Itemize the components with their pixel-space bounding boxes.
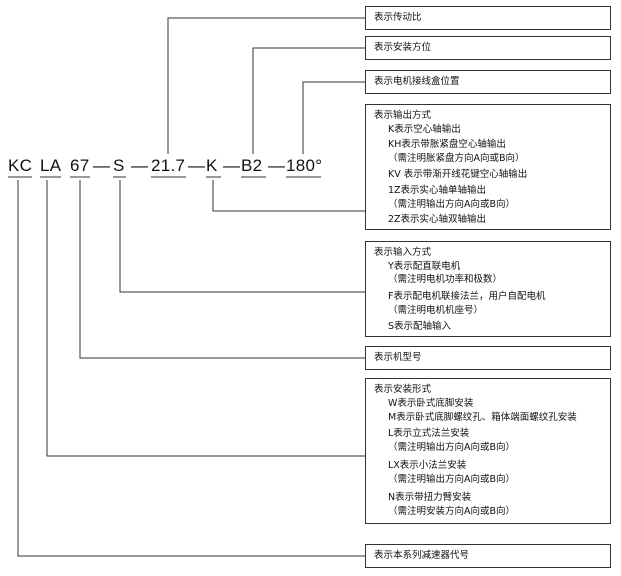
install-line: W表示卧式底脚安装 [388, 398, 474, 409]
mount-position-box-title: 表示安装方位 [374, 42, 432, 53]
frame-box-title: 表示机型号 [374, 352, 422, 363]
line-junction-box [302, 81, 365, 154]
junction-box-box-title: 表示电机接线盒位置 [374, 76, 460, 87]
code-separator: — [188, 156, 205, 175]
junction-box-box: 表示电机接线盒位置 [365, 70, 611, 94]
code-separator: — [93, 156, 110, 175]
install-line: M表示卧式底脚螺纹孔、箱体端面螺纹孔安装 [388, 412, 577, 423]
output-line: 1Z表示实心轴单轴输出 [388, 185, 487, 196]
code-la: LA [40, 156, 62, 175]
code-k: K [206, 156, 218, 175]
install-box-title: 表示安装形式 [374, 384, 432, 395]
input-box-title: 表示输入方式 [374, 247, 432, 258]
output-line: KV 表示带渐开线花键空心轴输出 [388, 169, 528, 180]
line-mount-position [252, 47, 365, 154]
output-box-title: 表示输出方式 [374, 110, 432, 121]
code-s: S [113, 156, 125, 175]
frame-box: 表示机型号 [365, 346, 611, 370]
install-line: （需注明输出方向A向或B向） [388, 474, 516, 485]
output-line: （需注明输出方向A向或B向） [388, 199, 516, 210]
code-b2: B2 [241, 156, 263, 175]
code-separator: — [223, 156, 240, 175]
line-input [119, 180, 365, 293]
series-box-title: 表示本系列减速器代号 [374, 550, 470, 561]
install-line: L表示立式法兰安装 [388, 428, 470, 439]
series-box: 表示本系列减速器代号 [365, 544, 611, 568]
ratio-box-title: 表示传动比 [374, 12, 422, 23]
output-line: K表示空心轴输出 [388, 124, 461, 135]
code-angle: 180° [286, 156, 323, 175]
code-separator: — [131, 156, 148, 175]
code-kc: KC [8, 156, 33, 175]
ratio-box: 表示传动比 [365, 6, 611, 30]
input-line: F表示配电机联接法兰，用户自配电机 [388, 291, 546, 302]
line-series [17, 180, 365, 557]
line-frame [79, 180, 365, 359]
code-ratio: 21.7 [151, 156, 186, 175]
line-install [46, 180, 365, 457]
line-ratio [167, 17, 365, 154]
code-size: 67 [70, 156, 90, 175]
input-line: Y表示配直联电机 [388, 261, 461, 272]
input-line: S表示配轴输入 [388, 321, 452, 332]
output-line: 2Z表示实心轴双轴输出 [388, 214, 487, 225]
install-line: LX表示小法兰安装 [388, 460, 467, 471]
mount-position-box: 表示安装方位 [365, 36, 611, 60]
output-box: 表示输出方式 K表示空心轴输出 KH表示带胀紧盘空心轴输出 （需注明胀紧盘方向A… [365, 104, 611, 230]
line-output [212, 180, 365, 212]
input-line: （需注明电机功率和极数） [388, 274, 503, 285]
output-line: KH表示带胀紧盘空心轴输出 [388, 139, 506, 150]
install-box: 表示安装形式 W表示卧式底脚安装 M表示卧式底脚螺纹孔、箱体端面螺纹孔安装 L表… [365, 378, 611, 524]
output-line: （需注明胀紧盘方向A向或B向） [388, 153, 525, 164]
install-line: （需注明安装方向A向或B向） [388, 506, 516, 517]
install-line: N表示带扭力臂安装 [388, 492, 472, 503]
input-box: 表示输入方式 Y表示配直联电机 （需注明电机功率和极数） F表示配电机联接法兰，… [365, 241, 611, 337]
code-separator: — [268, 156, 285, 175]
install-line: （需注明输出方向A向或B向） [388, 442, 516, 453]
input-line: （需注明电机机座号） [388, 305, 484, 316]
